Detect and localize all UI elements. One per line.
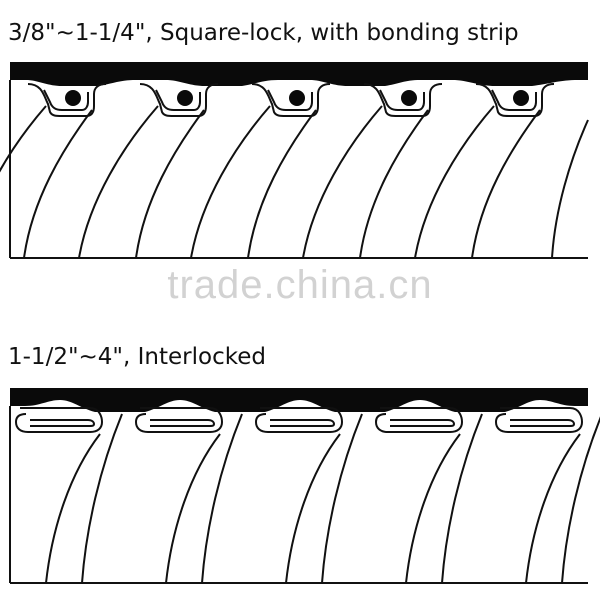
interlock-hook-inner bbox=[30, 419, 96, 427]
interlock-hook bbox=[494, 407, 584, 433]
convolution-profile bbox=[475, 83, 555, 117]
convolution-profile bbox=[363, 83, 443, 117]
helix-wall-line bbox=[247, 109, 317, 259]
interlock-hook bbox=[134, 407, 224, 433]
bonding-strip bbox=[289, 90, 305, 106]
interlocked-convolutions bbox=[14, 407, 600, 584]
interlock-hook-inner bbox=[270, 419, 336, 427]
helix-wall-line bbox=[471, 109, 541, 259]
helix-wall-line bbox=[561, 416, 600, 584]
helix-wall-line bbox=[78, 105, 159, 259]
helix-wall-line bbox=[525, 433, 581, 584]
square-lock-outer-wall bbox=[9, 80, 588, 259]
convolution-inner-profile bbox=[491, 89, 537, 111]
interlocked-outer-wall bbox=[9, 406, 588, 584]
helix-wall-line bbox=[285, 433, 341, 584]
bonding-strip bbox=[65, 90, 81, 106]
helix-wall-line bbox=[23, 109, 93, 259]
bonding-strip bbox=[177, 90, 193, 106]
interlock-hook bbox=[14, 407, 104, 433]
helix-wall-line bbox=[0, 105, 47, 173]
square-lock-conduit-diagram bbox=[0, 62, 589, 259]
interlocked-title: 1-1/2"~4", Interlocked bbox=[8, 344, 266, 370]
helix-wall-line bbox=[201, 413, 243, 584]
convolution-inner-profile bbox=[155, 89, 201, 111]
helix-wall-line bbox=[45, 433, 101, 584]
helix-wall-line bbox=[165, 433, 221, 584]
bonding-strips bbox=[65, 90, 529, 106]
helix-wall-line bbox=[441, 413, 483, 584]
interlocked-jacket bbox=[10, 388, 588, 412]
helix-wall-line bbox=[190, 105, 271, 259]
interlock-hook-inner bbox=[150, 419, 216, 427]
helix-wall-line bbox=[359, 109, 429, 259]
bonding-strip bbox=[401, 90, 417, 106]
helix-wall-line bbox=[81, 413, 123, 584]
helix-wall-line bbox=[321, 413, 363, 584]
interlock-hook bbox=[254, 407, 344, 433]
convolution-profile bbox=[139, 83, 219, 117]
interlock-hook-inner bbox=[390, 419, 456, 427]
helix-wall-line bbox=[135, 109, 205, 259]
bonding-strip bbox=[513, 90, 529, 106]
square-lock-jacket bbox=[10, 62, 588, 86]
square-lock-title: 3/8"~1-1/4", Square-lock, with bonding s… bbox=[8, 20, 519, 46]
interlock-hook bbox=[374, 407, 464, 433]
helix-wall-line bbox=[405, 433, 461, 584]
watermark-text: trade.china.cn bbox=[167, 263, 433, 307]
helix-wall-line bbox=[302, 105, 383, 259]
helix-wall-line bbox=[414, 105, 495, 259]
convolution-profile bbox=[27, 83, 107, 117]
convolution-profile bbox=[251, 83, 331, 117]
helix-wall-line bbox=[551, 119, 589, 259]
convolution-inner-profile bbox=[43, 89, 89, 111]
convolution-inner-profile bbox=[267, 89, 313, 111]
square-lock-convolutions bbox=[0, 83, 589, 259]
interlocked-conduit-diagram bbox=[9, 388, 600, 584]
convolution-inner-profile bbox=[379, 89, 425, 111]
interlock-hook-inner bbox=[510, 419, 576, 427]
